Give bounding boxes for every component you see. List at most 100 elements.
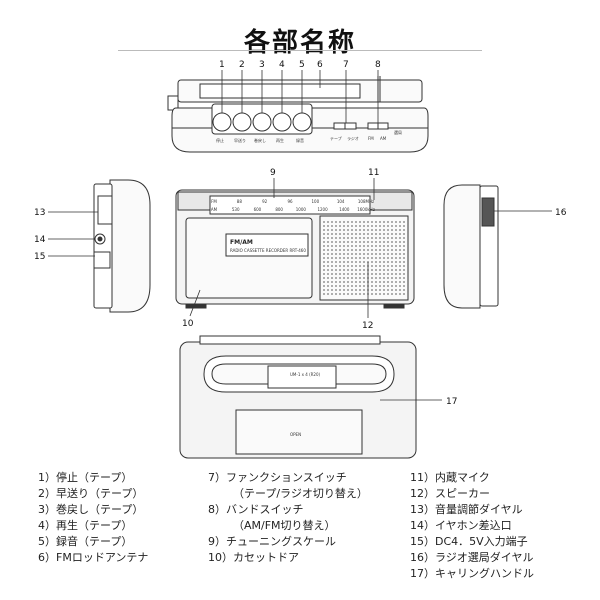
- grill-dot: [383, 229, 385, 231]
- grill-dot: [343, 225, 345, 227]
- grill-dot: [323, 225, 325, 227]
- grill-dot: [399, 225, 401, 227]
- grill-dot: [327, 229, 329, 231]
- grill-dot: [347, 221, 349, 223]
- grill-dot: [383, 257, 385, 259]
- grill-dot: [375, 265, 377, 267]
- grill-dot: [335, 233, 337, 235]
- grill-dot: [331, 257, 333, 259]
- grill-dot: [391, 289, 393, 291]
- grill-dot: [323, 277, 325, 279]
- grill-dot: [367, 221, 369, 223]
- top-switch-label-4: AM: [380, 136, 387, 141]
- grill-dot: [403, 257, 405, 259]
- grill-dot: [331, 229, 333, 231]
- grill-dot: [383, 249, 385, 251]
- grill-dot: [355, 245, 357, 247]
- tuning-scale-label: 104: [337, 199, 345, 204]
- grill-dot: [335, 293, 337, 295]
- grill-dot: [343, 237, 345, 239]
- grill-dot: [399, 249, 401, 251]
- grill-dot: [327, 225, 329, 227]
- grill-dot: [347, 229, 349, 231]
- grill-dot: [391, 245, 393, 247]
- grill-dot: [375, 225, 377, 227]
- speaker-grill-dots: [323, 221, 405, 295]
- tuning-scale-label: AM: [211, 207, 218, 212]
- grill-dot: [323, 265, 325, 267]
- grill-dot: [339, 225, 341, 227]
- callout-2: 2: [239, 60, 245, 70]
- grill-dot: [359, 241, 361, 243]
- grill-dot: [371, 233, 373, 235]
- grill-dot: [387, 249, 389, 251]
- grill-dot: [379, 253, 381, 255]
- grill-dot: [379, 277, 381, 279]
- grill-dot: [403, 229, 405, 231]
- grill-dot: [395, 225, 397, 227]
- grill-dot: [359, 253, 361, 255]
- grill-dot: [327, 245, 329, 247]
- tuning-scale-label: 100: [312, 199, 320, 204]
- grill-dot: [343, 245, 345, 247]
- grill-dot: [359, 273, 361, 275]
- grill-dot: [335, 261, 337, 263]
- grill-dot: [331, 273, 333, 275]
- grill-dot: [363, 233, 365, 235]
- grill-dot: [395, 285, 397, 287]
- grill-dot: [399, 257, 401, 259]
- legend-item: 14）イヤホン差込口: [410, 519, 512, 532]
- grill-dot: [347, 233, 349, 235]
- grill-dot: [351, 249, 353, 251]
- grill-dot: [359, 265, 361, 267]
- top-button-label-5: 録音: [296, 137, 304, 143]
- grill-dot: [351, 257, 353, 259]
- grill-dot: [343, 265, 345, 267]
- legend-item: 5）録音（テープ）: [38, 535, 133, 548]
- grill-dot: [339, 245, 341, 247]
- grill-dot: [387, 285, 389, 287]
- tuning-scale-label: 96: [287, 199, 293, 204]
- grill-dot: [399, 233, 401, 235]
- grill-dot: [363, 257, 365, 259]
- grill-dot: [391, 285, 393, 287]
- grill-dot: [327, 221, 329, 223]
- grill-dot: [379, 269, 381, 271]
- grill-dot: [363, 261, 365, 263]
- grill-dot: [339, 273, 341, 275]
- grill-dot: [343, 273, 345, 275]
- grill-dot: [395, 293, 397, 295]
- grill-dot: [335, 225, 337, 227]
- grill-dot: [367, 241, 369, 243]
- grill-dot: [347, 273, 349, 275]
- grill-dot: [387, 281, 389, 283]
- back-battery-label: UM-1 x 4 (R20): [290, 372, 321, 377]
- right-side-view: [443, 184, 499, 309]
- grill-dot: [391, 269, 393, 271]
- grill-dot: [343, 253, 345, 255]
- grill-dot: [327, 265, 329, 267]
- grill-dot: [395, 265, 397, 267]
- grill-dot: [347, 245, 349, 247]
- grill-dot: [375, 273, 377, 275]
- legend-column-2: 7）ファンクションスイッチ （テープ/ラジオ切り替え） 8）バンドスイッチ （A…: [208, 470, 368, 566]
- grill-dot: [323, 289, 325, 291]
- grill-dot: [383, 277, 385, 279]
- grill-dot: [339, 233, 341, 235]
- grill-dot: [363, 245, 365, 247]
- grill-dot: [383, 281, 385, 283]
- grill-dot: [363, 249, 365, 251]
- tuning-scale-label: 800: [275, 207, 283, 212]
- grill-dot: [383, 221, 385, 223]
- grill-dot: [395, 261, 397, 263]
- grill-dot: [343, 229, 345, 231]
- grill-dot: [335, 289, 337, 291]
- grill-dot: [379, 265, 381, 267]
- grill-dot: [371, 225, 373, 227]
- grill-dot: [343, 289, 345, 291]
- legend-item: （テープ/ラジオ切り替え）: [233, 487, 368, 500]
- grill-dot: [375, 269, 377, 271]
- grill-dot: [355, 253, 357, 255]
- grill-dot: [355, 281, 357, 283]
- grill-dot: [363, 221, 365, 223]
